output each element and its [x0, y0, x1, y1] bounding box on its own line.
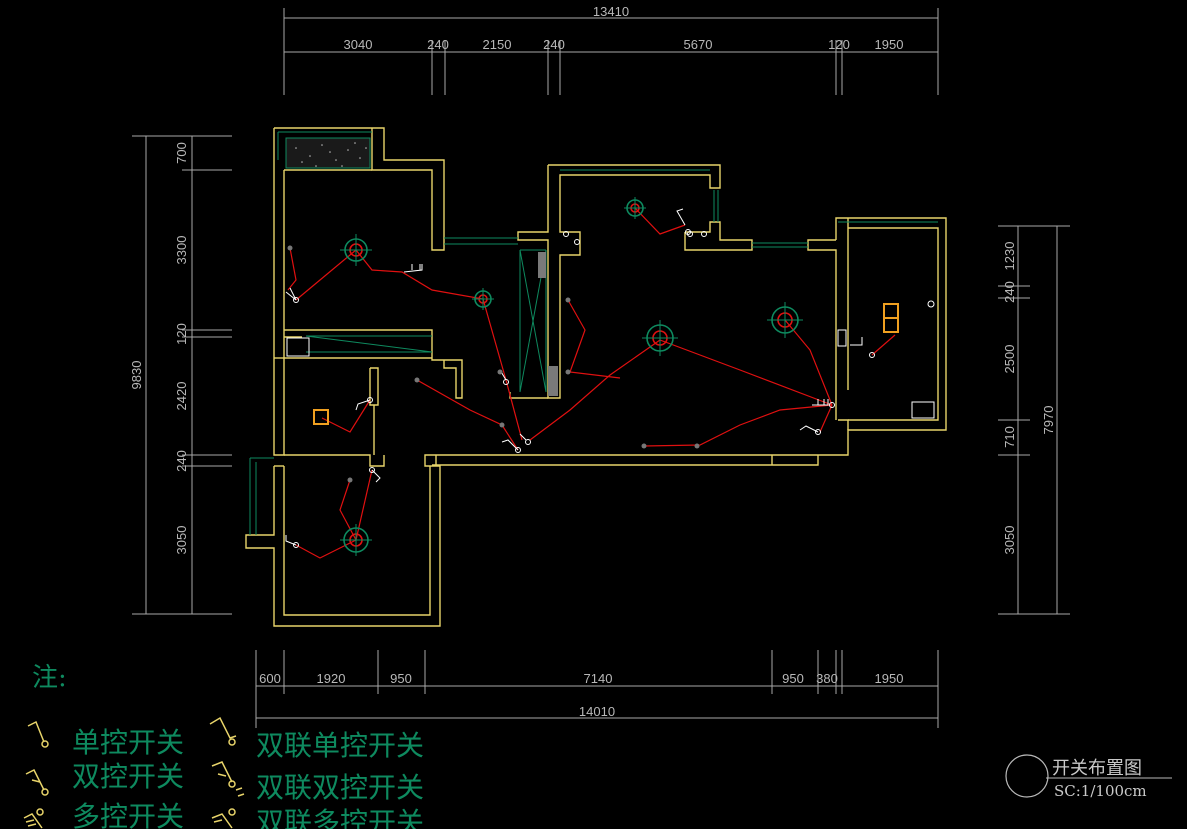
left-segment-4: 2420 [174, 382, 189, 411]
right-segment-5: 3050 [1002, 526, 1017, 555]
legend-label: 双控开关 [72, 760, 184, 793]
double-gang-two-way-switch-icon [211, 761, 245, 797]
switch-icon [403, 264, 423, 273]
top-segment-5: 5670 [684, 37, 713, 52]
appliance-toilet [286, 337, 310, 357]
switch-icon [285, 535, 299, 548]
right-segment-2: 240 [1002, 281, 1017, 303]
top-dimension-lines [283, 8, 939, 95]
plan-switches [285, 208, 875, 548]
legend-multi-control-switch: 多控开关 [23, 800, 184, 829]
legend-label: 双联双控开关 [256, 771, 424, 804]
title-circle-icon [1005, 754, 1049, 798]
switch-icon [285, 287, 299, 303]
top-segment-6: 120 [828, 37, 850, 52]
right-total-dimension: 7970 [1041, 406, 1056, 435]
left-segment-5: 240 [174, 450, 189, 472]
single-control-switch-icon [27, 720, 49, 748]
legend-single-control-switch: 单控开关 [27, 720, 184, 759]
bottom-segment-6: 380 [816, 671, 838, 686]
right-segment-3: 2500 [1002, 345, 1017, 374]
switch-icon [501, 433, 531, 453]
column-1 [538, 252, 546, 278]
column-2 [548, 366, 558, 396]
left-segment-6: 3050 [174, 526, 189, 555]
title-block: 开关布置图 SC:1/100cm [1005, 754, 1172, 800]
bottom-segment-7: 1950 [875, 671, 904, 686]
balcony-hatch [285, 137, 371, 169]
wiring [287, 207, 896, 559]
left-total-dimension: 9830 [129, 361, 144, 390]
switch-icon [676, 208, 691, 235]
ceiling-lights [343, 199, 799, 553]
left-segment-3: 120 [174, 323, 189, 345]
drain-2 [563, 231, 569, 237]
legend-double-gang-multi-control-switch: 双联多控开关 [211, 806, 424, 829]
multi-control-switch-icon [23, 808, 44, 829]
two-way-switch-icon [25, 768, 49, 796]
ceiling-light-crosshairs [340, 197, 803, 556]
drawing-title: 开关布置图 [1052, 758, 1142, 779]
window-lines [249, 131, 938, 535]
bottom-segment-3: 950 [390, 671, 412, 686]
wall-lamp-icon [883, 303, 899, 319]
switch-icon [369, 467, 381, 483]
top-segment-1: 3040 [344, 37, 373, 52]
notes-title: 注: [32, 663, 67, 693]
left-segment-1: 700 [174, 142, 189, 164]
double-gang-multi-control-switch-icon [211, 808, 236, 829]
bottom-segment-5: 950 [782, 671, 804, 686]
bottom-total-dimension: 14010 [579, 704, 615, 719]
floor-plan-walls [245, 127, 947, 627]
bottom-segment-1: 600 [259, 671, 281, 686]
switch-icon [812, 399, 835, 408]
legend-label: 双联单控开关 [256, 729, 424, 762]
drain-1 [927, 300, 935, 308]
top-segment-7: 1950 [875, 37, 904, 52]
bottom-dimension-lines [255, 650, 939, 728]
top-segment-3: 2150 [483, 37, 512, 52]
right-segment-1: 1230 [1002, 242, 1017, 271]
legend-double-gang-two-way-switch: 双联双控开关 [211, 761, 424, 804]
drain-5 [701, 231, 707, 237]
bottom-segment-2: 1920 [317, 671, 346, 686]
top-segment-4: 240 [543, 37, 565, 52]
switch-icon [799, 425, 821, 435]
appliance-unit [837, 329, 847, 347]
balcony-speckle [295, 142, 367, 167]
junction-points [287, 245, 700, 483]
legend-label: 多控开关 [72, 800, 184, 829]
top-segment-2: 240 [427, 37, 449, 52]
switch-icon [355, 397, 373, 411]
right-segment-4: 710 [1002, 426, 1017, 448]
appliance-sink [911, 401, 935, 419]
left-dimension-lines [132, 135, 232, 615]
wall-lamp-icon [883, 317, 899, 333]
wall-lamp-icon [313, 409, 329, 425]
legend-label: 双联多控开关 [256, 806, 424, 829]
drawing-scale: SC:1/100cm [1054, 782, 1147, 800]
legend-two-way-switch: 双控开关 [25, 760, 184, 796]
switch-icon [850, 337, 875, 358]
bottom-segment-4: 7140 [584, 671, 613, 686]
right-dimension-lines [998, 225, 1070, 615]
double-gang-single-control-switch-icon [209, 716, 237, 746]
drain-3 [574, 239, 580, 245]
top-total-dimension: 13410 [593, 4, 629, 19]
left-segment-2: 3300 [174, 236, 189, 265]
legend-label: 单控开关 [72, 726, 184, 759]
legend-double-gang-single-control-switch: 双联单控开关 [209, 716, 424, 762]
